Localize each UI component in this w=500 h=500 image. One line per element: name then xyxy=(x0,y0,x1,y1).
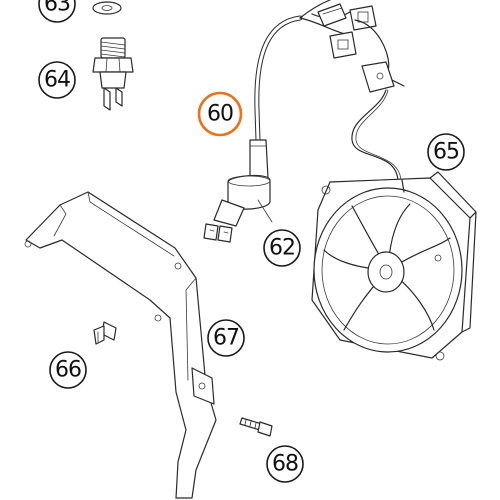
connector-b xyxy=(349,5,377,31)
callout-64-label: 64 xyxy=(44,68,70,93)
callout-62-circle xyxy=(263,229,301,267)
callout-65-label: 65 xyxy=(433,140,459,165)
callout-68[interactable]: 68 xyxy=(266,445,304,483)
callout-68-label: 68 xyxy=(272,452,298,477)
connector-c xyxy=(329,31,357,59)
callout-60[interactable]: 60 xyxy=(197,91,243,137)
callout-63-label: 63 xyxy=(44,0,70,17)
callout-64[interactable]: 64 xyxy=(38,61,76,99)
callout-62-label: 62 xyxy=(269,236,295,261)
connector-fan xyxy=(361,61,405,93)
wire-harness xyxy=(254,0,405,181)
callout-67-circle xyxy=(207,319,245,357)
callout-67[interactable]: 67 xyxy=(207,319,245,357)
connector-a xyxy=(317,3,347,27)
part-62-housing xyxy=(203,139,273,243)
callout-60-circle xyxy=(197,91,243,137)
part-67-bracket xyxy=(24,191,217,499)
callout-66-circle xyxy=(49,351,87,389)
part-66-screw xyxy=(93,321,117,345)
callout-65-circle xyxy=(427,133,465,171)
part-63-washer xyxy=(92,1,122,15)
callout-66-label: 66 xyxy=(55,358,81,383)
callout-66[interactable]: 66 xyxy=(49,351,87,389)
callout-64-circle xyxy=(38,61,76,99)
callout-63-circle xyxy=(38,0,76,23)
part-68-bolt xyxy=(239,417,273,437)
callout-63[interactable]: 63 xyxy=(38,0,76,23)
callout-60-label: 60 xyxy=(207,102,233,127)
part-64-sensor xyxy=(92,37,134,111)
callout-62[interactable]: 62 xyxy=(263,229,301,267)
callout-68-circle xyxy=(266,445,304,483)
callout-67-label: 67 xyxy=(213,326,239,351)
part-65-fan xyxy=(311,171,477,361)
callout-65[interactable]: 65 xyxy=(427,133,465,171)
